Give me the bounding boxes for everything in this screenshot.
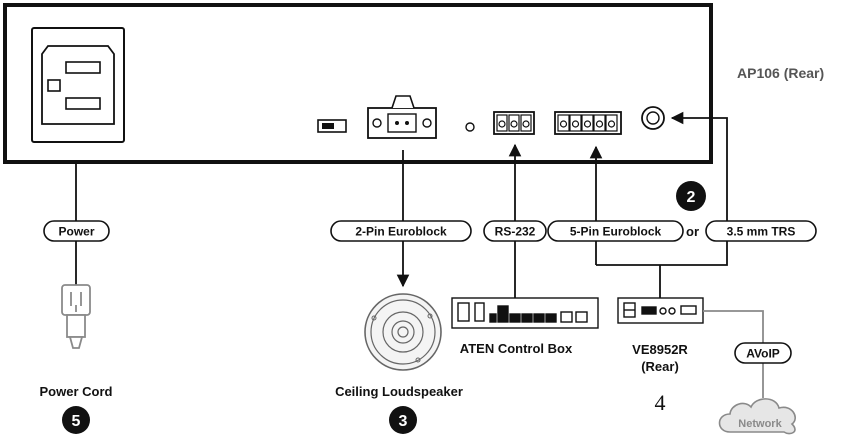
ve8952r-icon [617,297,704,324]
ap106-rear-panel [3,3,713,164]
audio-jack-icon [641,106,665,130]
svg-text:Network: Network [738,418,782,430]
step-4-badge: 4 [655,390,666,415]
switch-icon [317,119,347,133]
ve8952r-name: VE8952R [632,342,688,357]
ve8952r-rear: (Rear) [641,359,679,374]
step-3-badge: 3 [389,406,417,434]
avoip-label: AVoIP [734,342,792,364]
rs232-terminal-icon [493,111,535,135]
or-text: or [686,224,699,239]
power-plug-icon [61,284,91,349]
svg-text:3: 3 [399,413,408,430]
control-box-icon [451,297,599,329]
avoip-line [703,310,764,398]
svg-text:2: 2 [687,189,696,206]
svg-text:3.5 mm TRS: 3.5 mm TRS [727,225,796,239]
screw-hole-icon [465,122,475,132]
svg-text:5: 5 [72,413,81,430]
power-cord-label: Power Cord [40,384,113,399]
rs232-label: RS-232 [483,220,547,242]
power-inlet-icon [31,27,125,143]
svg-text:Power: Power [58,225,94,239]
loudspeaker-icon [364,293,442,371]
loudspeaker-label: Ceiling Loudspeaker [335,384,463,399]
network-cloud-icon: Network [718,398,796,435]
control-box-label: ATEN Control Box [460,341,573,356]
euroblock-2pin-label: 2-Pin Euroblock [330,220,472,242]
svg-text:AVoIP: AVoIP [746,347,780,361]
euroblock-2pin-port-icon [367,95,437,139]
step-5-badge: 5 [62,406,90,434]
device-title: AP106 (Rear) [737,65,824,81]
euroblock-5pin-label: 5-Pin Euroblock [547,220,684,242]
trs-label: 3.5 mm TRS [705,220,817,242]
svg-text:RS-232: RS-232 [495,225,536,239]
svg-text:5-Pin Euroblock: 5-Pin Euroblock [570,225,662,239]
power-connector-label: Power [43,220,110,242]
svg-text:2-Pin Euroblock: 2-Pin Euroblock [355,225,447,239]
euroblock-5pin-port-icon [554,111,622,135]
step-2-badge: 2 [676,181,706,211]
